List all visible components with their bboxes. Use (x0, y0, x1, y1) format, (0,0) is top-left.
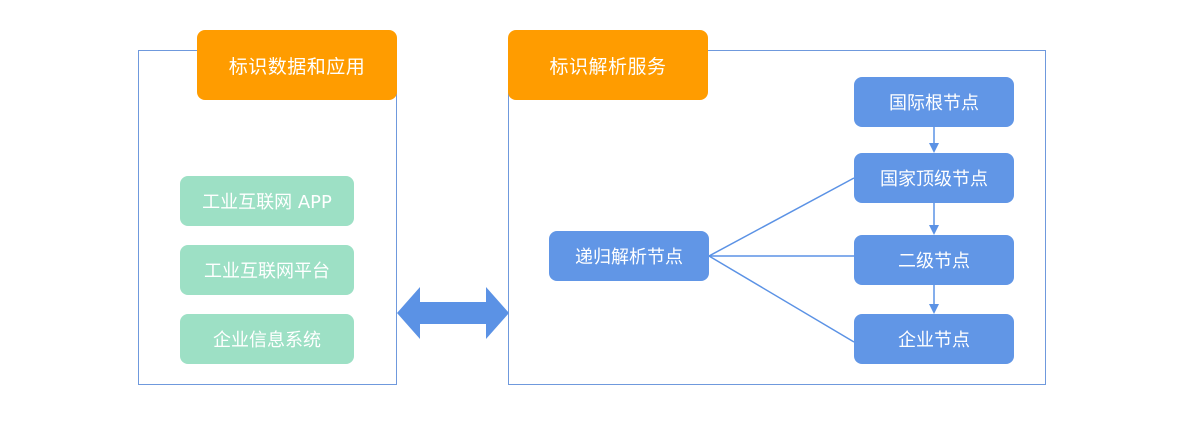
industrial-internet-app-item: 工业互联网 APP (180, 176, 354, 226)
national-top-level-node: 国家顶级节点 (854, 153, 1014, 203)
resolution-service-header: 标识解析服务 (508, 30, 708, 100)
enterprise-node: 企业节点 (854, 314, 1014, 364)
second-level-node: 二级节点 (854, 235, 1014, 285)
industrial-internet-platform-item: 工业互联网平台 (180, 245, 354, 295)
bidirectional-arrow (397, 287, 509, 339)
international-root-node: 国际根节点 (854, 77, 1014, 127)
recursive-resolution-node: 递归解析节点 (549, 231, 709, 281)
enterprise-info-system-item: 企业信息系统 (180, 314, 354, 364)
data-application-header: 标识数据和应用 (197, 30, 397, 100)
